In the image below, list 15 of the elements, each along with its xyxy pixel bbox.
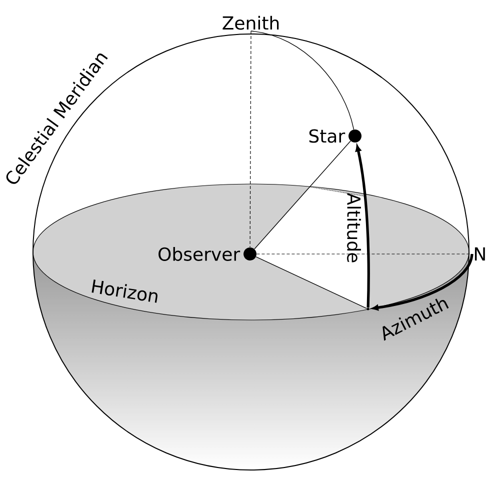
observer-point: Observer <box>158 247 256 261</box>
node-label: Observer <box>158 247 240 261</box>
star-point: Star <box>309 129 362 143</box>
edge-label: Altitude <box>347 192 361 262</box>
north-label: N <box>474 247 485 261</box>
line <box>254 140 351 250</box>
line <box>250 30 252 248</box>
line <box>250 30 354 130</box>
junction-point <box>366 308 370 310</box>
node-label: Star <box>309 129 346 143</box>
arrow <box>372 254 474 310</box>
zenith-label: Zenith <box>222 16 279 30</box>
horizon-label: Horizon <box>92 280 158 303</box>
line <box>256 256 368 309</box>
arrow <box>355 145 370 308</box>
